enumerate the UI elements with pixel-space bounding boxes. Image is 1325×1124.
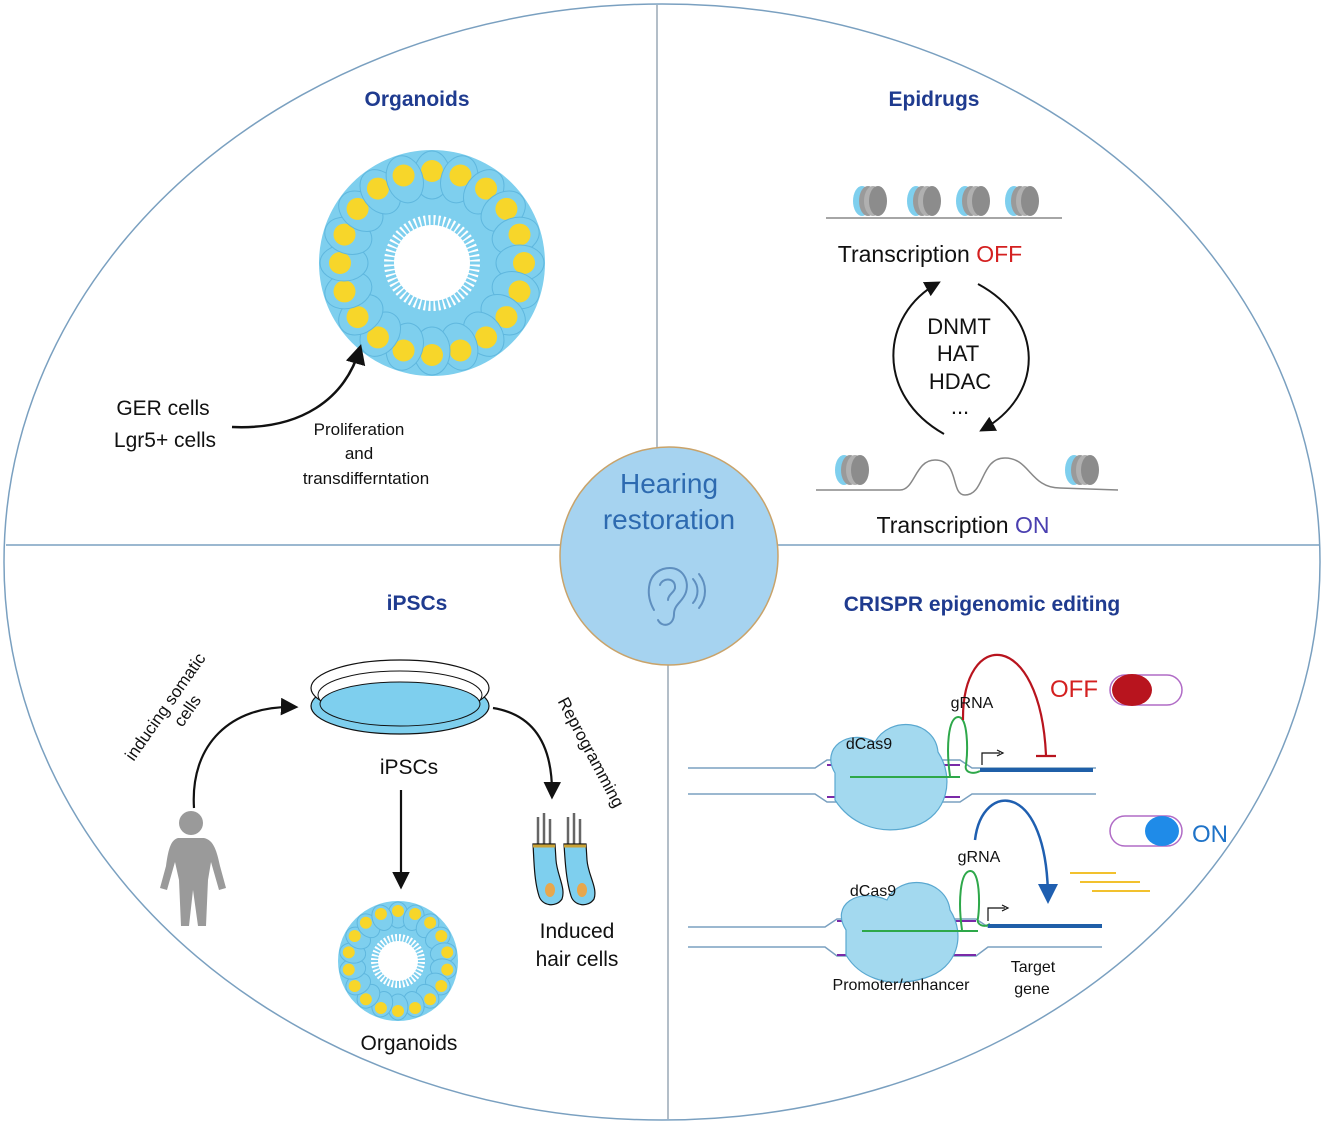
- human-figure-icon: [160, 811, 226, 926]
- organoid-nucleus: [392, 339, 415, 362]
- enzyme-hat: HAT: [937, 341, 979, 366]
- transcription-off-label: Transcription OFF: [838, 241, 1022, 267]
- organoid-nucleus: [409, 1001, 422, 1014]
- organoid-nucleus: [441, 946, 454, 959]
- organoid-nucleus: [508, 280, 531, 303]
- organoid-large: [319, 150, 545, 376]
- organoid-nucleus: [475, 326, 498, 349]
- organoid-nucleus: [348, 930, 361, 942]
- organoid-nucleus: [342, 963, 355, 976]
- closed-chromatin: [826, 186, 1062, 219]
- promoter-enhancer-label: Promoter/enhancer: [833, 977, 971, 994]
- organoid-nucleus: [421, 344, 443, 366]
- petri-dish: [310, 659, 490, 735]
- organoid-nucleus: [346, 306, 369, 329]
- organoid-nucleus: [359, 916, 372, 929]
- hair-cells-label-line2: hair cells: [536, 948, 619, 971]
- hair-cells-label-line1: Induced: [540, 920, 615, 943]
- organoid-nucleus: [346, 197, 369, 220]
- organoid-nucleus: [342, 946, 355, 959]
- organoid-nucleus: [409, 908, 422, 921]
- center-title-line1: Hearing: [620, 468, 718, 499]
- organoid-small: [338, 901, 458, 1021]
- organoid-nucleus: [333, 280, 356, 303]
- enzyme-dnmt: DNMT: [927, 314, 991, 339]
- organoid-nucleus: [495, 197, 518, 220]
- transcription-on-label: Transcription ON: [877, 512, 1050, 538]
- outer-ellipse: [3, 3, 1321, 1121]
- target-gene-label-line1: Target: [1011, 959, 1056, 976]
- and-label: and: [345, 444, 373, 463]
- organoid-nucleus: [329, 252, 351, 274]
- transdifferentiation-label: transdifferntation: [303, 469, 429, 488]
- center-hub: Hearing restoration: [559, 446, 779, 666]
- proliferation-arrow: [231, 344, 366, 429]
- crispr-on-construct: [688, 799, 1150, 983]
- organoid-nucleus: [366, 177, 389, 200]
- center-title-line2: restoration: [603, 504, 735, 535]
- crispr-title: CRISPR epigenomic editing: [844, 593, 1121, 616]
- organoid-nucleus: [441, 963, 454, 976]
- dcas9-on-label: dCas9: [850, 883, 896, 900]
- organoid-nucleus: [424, 916, 437, 929]
- induced-hair-cells-icon: [532, 813, 596, 906]
- off-toggle: [1109, 674, 1183, 706]
- ear-sound-icon: [647, 566, 706, 626]
- organoid-nucleus: [449, 339, 472, 362]
- organoid-nucleus: [508, 223, 531, 246]
- organoid-nucleus: [513, 252, 535, 274]
- organoid-nucleus: [366, 326, 389, 349]
- organoid-nucleus: [435, 980, 448, 992]
- organoid-nucleus: [374, 1001, 387, 1014]
- organoid-nucleus: [333, 223, 356, 246]
- organoids-small-label: Organoids: [361, 1032, 458, 1055]
- grna-off-label: gRNA: [951, 695, 994, 712]
- off-label: OFF: [1050, 676, 1098, 703]
- organoid-nucleus: [359, 993, 372, 1006]
- organoid-nucleus: [374, 908, 387, 921]
- ipscs-title: iPSCs: [387, 592, 448, 615]
- organoid-nucleus: [435, 930, 448, 942]
- proliferation-label: Proliferation: [314, 420, 405, 439]
- organoid-nucleus: [424, 993, 437, 1006]
- inducing-arrow: [192, 697, 299, 809]
- organoid-nucleus: [421, 160, 443, 182]
- organoid-nucleus: [449, 164, 472, 187]
- organoid-nucleus: [392, 1005, 404, 1017]
- crispr-off-construct: [688, 653, 1096, 831]
- dish-label: iPSCs: [380, 756, 438, 779]
- organoid-nucleus: [348, 980, 361, 992]
- enzyme-hdac: HDAC: [929, 369, 991, 394]
- target-gene-label-line2: gene: [1014, 981, 1050, 998]
- organoid-nucleus: [495, 306, 518, 329]
- open-chromatin: [816, 455, 1119, 496]
- dcas9-off-label: dCas9: [846, 736, 892, 753]
- organoids-title: Organoids: [364, 88, 469, 111]
- reprogramming-arrow: [492, 706, 562, 800]
- on-toggle: [1109, 815, 1183, 847]
- cycle-arrow-up: [892, 281, 945, 435]
- on-label: ON: [1192, 821, 1228, 848]
- organoid-nucleus: [392, 905, 404, 917]
- enzyme-more: ...: [951, 394, 969, 419]
- ger-cells-label: GER cells: [116, 397, 209, 420]
- organoid-nucleus: [475, 177, 498, 200]
- lgr5-cells-label: Lgr5+ cells: [114, 429, 216, 452]
- organoid-nucleus: [392, 164, 415, 187]
- epidrugs-title: Epidrugs: [888, 88, 979, 111]
- reprogramming-label: Reprogramming: [554, 694, 628, 811]
- grna-on-label: gRNA: [958, 849, 1001, 866]
- cycle-arrow-down: [977, 283, 1030, 432]
